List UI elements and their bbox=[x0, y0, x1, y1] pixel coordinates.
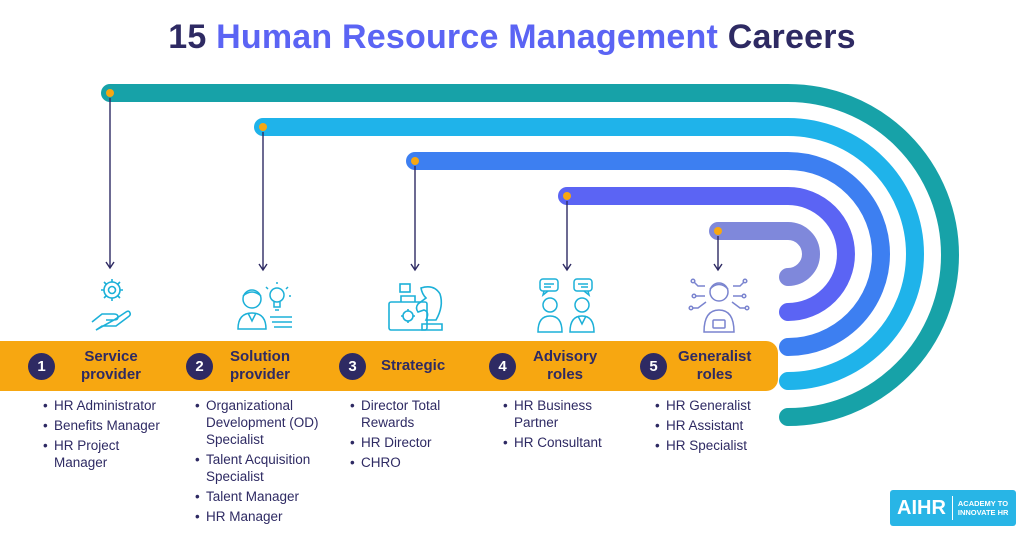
category-label: Advisory roles bbox=[533, 348, 597, 384]
dot-5 bbox=[714, 227, 722, 235]
arc-solution-provider bbox=[254, 118, 924, 390]
category-label: Generalist roles bbox=[678, 348, 751, 384]
category-label-line2: roles bbox=[696, 366, 733, 383]
two-people-chat-icon bbox=[537, 278, 595, 333]
person-network-icon bbox=[688, 278, 750, 333]
arrow-5 bbox=[713, 236, 723, 272]
category-label-line1: Service bbox=[84, 348, 138, 365]
category-label-line2: provider bbox=[230, 366, 291, 383]
list-item: HR Assistant bbox=[655, 417, 775, 434]
list-item: Talent Manager bbox=[195, 488, 345, 505]
dot-2 bbox=[259, 123, 267, 131]
list-item: CHRO bbox=[350, 454, 460, 471]
dot-3 bbox=[411, 157, 419, 165]
category-5: 5 Generalist roles bbox=[640, 341, 751, 391]
category-label-line1: Strategic bbox=[381, 357, 446, 374]
list-item: Director Total Rewards bbox=[350, 397, 460, 431]
title-prefix: 15 bbox=[168, 18, 207, 56]
logo-tagline: ACADEMY TO INNOVATE HR bbox=[953, 499, 1009, 517]
list-item: HR Generalist bbox=[655, 397, 775, 414]
arrow-1 bbox=[105, 98, 115, 270]
arc-advisory bbox=[558, 187, 855, 321]
chess-knight-briefcase-icon bbox=[388, 283, 443, 331]
number-badge: 1 bbox=[28, 352, 55, 380]
number-badge: 5 bbox=[640, 352, 667, 380]
category-label-line2: provider bbox=[81, 366, 142, 383]
category-label-line1: Solution bbox=[230, 348, 290, 365]
category-3: 3 Strategic bbox=[339, 341, 445, 391]
category-1: 1 Service provider bbox=[28, 341, 141, 391]
role-list-3: Director Total Rewards HR Director CHRO bbox=[350, 397, 460, 474]
arc-strategic bbox=[406, 152, 890, 356]
title-suffix: Careers bbox=[727, 18, 856, 56]
number-badge: 4 bbox=[489, 352, 516, 380]
category-label-line1: Advisory bbox=[533, 348, 598, 365]
category-4: 4 Advisory roles bbox=[489, 341, 597, 391]
list-item: Organizational Development (OD) Speciali… bbox=[195, 397, 345, 448]
role-list-5: HR Generalist HR Assistant HR Specialist bbox=[655, 397, 775, 457]
category-label: Service provider bbox=[81, 348, 141, 384]
logo-wordmark: AIHR bbox=[897, 496, 946, 519]
category-label-line2: roles bbox=[547, 366, 584, 383]
dot-4 bbox=[563, 192, 571, 200]
list-item: HR Administrator bbox=[43, 397, 183, 414]
category-2: 2 Solution provider bbox=[186, 341, 290, 391]
dot-1 bbox=[106, 89, 114, 97]
gear-hand-icon bbox=[91, 279, 132, 331]
list-item: HR Manager bbox=[195, 508, 345, 525]
list-item: HR Director bbox=[350, 434, 460, 451]
category-label: Solution provider bbox=[230, 348, 290, 384]
list-item: HR Specialist bbox=[655, 437, 775, 454]
list-item: Talent Acquisition Specialist bbox=[195, 451, 331, 485]
arc-service-provider bbox=[101, 84, 959, 426]
number-badge: 2 bbox=[186, 352, 213, 380]
role-list-4: HR Business Partner HR Consultant bbox=[503, 397, 615, 454]
logo-tagline-line2: INNOVATE HR bbox=[957, 508, 1009, 517]
person-lightbulb-icon bbox=[237, 282, 292, 330]
page-title: 15 Human Resource Management Careers bbox=[0, 18, 1024, 57]
role-list-1: HR Administrator Benefits Manager HR Pro… bbox=[43, 397, 183, 474]
logo-divider bbox=[951, 496, 953, 520]
logo-tagline-line1: ACADEMY TO bbox=[957, 499, 1009, 508]
aihr-logo: AIHR ACADEMY TO INNOVATE HR bbox=[890, 490, 1016, 526]
number-badge: 3 bbox=[339, 352, 366, 380]
arrow-2 bbox=[258, 132, 268, 272]
arc-generalist bbox=[709, 222, 820, 286]
list-item: HR Project Manager bbox=[43, 437, 144, 471]
role-list-2: Organizational Development (OD) Speciali… bbox=[195, 397, 345, 528]
arrow-3 bbox=[410, 166, 420, 272]
list-item: HR Consultant bbox=[503, 434, 615, 451]
title-accent: Human Resource Management bbox=[216, 18, 719, 56]
category-label-line1: Generalist bbox=[678, 348, 752, 365]
list-item: HR Business Partner bbox=[503, 397, 604, 431]
arrow-4 bbox=[562, 201, 572, 272]
list-item: Benefits Manager bbox=[43, 417, 183, 434]
category-label: Strategic bbox=[381, 357, 445, 375]
